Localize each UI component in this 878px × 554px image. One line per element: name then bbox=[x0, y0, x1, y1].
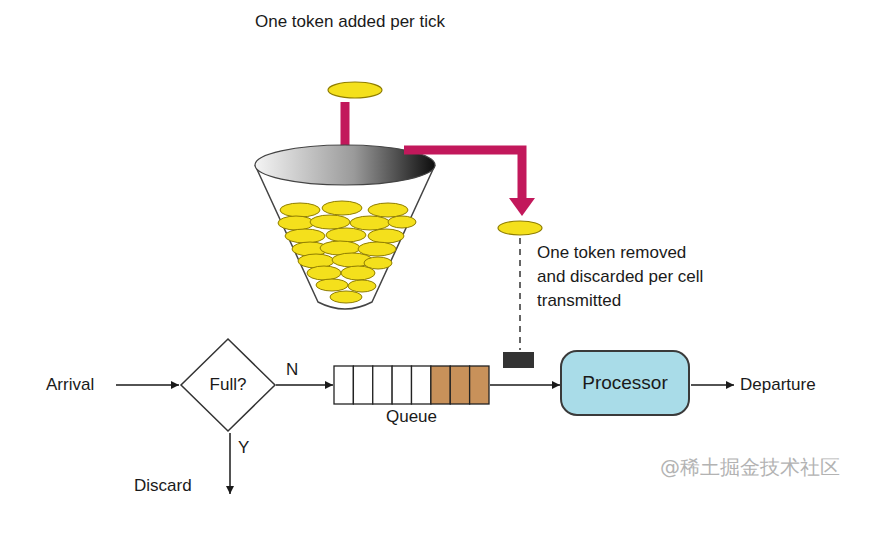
queue-cell bbox=[431, 366, 450, 404]
token bbox=[348, 280, 376, 292]
token bbox=[330, 291, 362, 303]
queue-cell bbox=[373, 366, 392, 404]
queue-cells bbox=[333, 365, 490, 405]
token bbox=[328, 82, 382, 98]
token bbox=[498, 221, 542, 235]
note-text: One token removed and discarded per cell… bbox=[537, 241, 712, 312]
bucket-body bbox=[255, 165, 435, 309]
queue-cell bbox=[392, 366, 411, 404]
token bbox=[326, 228, 366, 242]
token bbox=[368, 229, 404, 243]
token bbox=[322, 201, 362, 215]
token bbox=[307, 266, 341, 280]
bucket-tokens bbox=[278, 201, 416, 303]
leader-line bbox=[519, 238, 521, 350]
flow-arrow bbox=[276, 384, 333, 386]
node-text: Full? bbox=[210, 375, 247, 395]
node-text: Processor bbox=[582, 372, 668, 395]
flow-label: Arrival bbox=[46, 373, 116, 397]
queue-cell bbox=[334, 366, 353, 404]
queue-buffer: Queue bbox=[333, 365, 490, 405]
branch-label: N bbox=[284, 358, 300, 382]
cell-marker bbox=[503, 352, 534, 368]
watermark: @稀土掘金技术社区 bbox=[590, 453, 840, 481]
token bbox=[350, 216, 390, 230]
queue-cell bbox=[412, 366, 431, 404]
token bbox=[310, 215, 350, 229]
queue-cell bbox=[470, 366, 489, 404]
branch-label: Y bbox=[238, 436, 258, 460]
token bbox=[341, 266, 375, 280]
note-text: One token added per tick bbox=[240, 10, 460, 34]
token bbox=[316, 279, 348, 291]
queue-cell bbox=[353, 366, 372, 404]
token bbox=[278, 216, 314, 230]
token-out-arrowhead bbox=[509, 198, 535, 216]
discard-arrow bbox=[229, 433, 231, 494]
token bbox=[368, 203, 408, 217]
flow-label: Departure bbox=[740, 373, 850, 397]
queue-cell bbox=[450, 366, 469, 404]
queue-label: Queue bbox=[313, 407, 510, 427]
token bbox=[280, 203, 320, 217]
decision-diamond: Full? bbox=[180, 338, 276, 432]
flow-label: Discard bbox=[134, 474, 224, 498]
diamond-shape bbox=[181, 339, 275, 431]
token bbox=[285, 229, 325, 243]
queue-caption: Queue bbox=[313, 407, 510, 427]
processor-box: Processor bbox=[560, 350, 690, 416]
arrival-arrow bbox=[116, 384, 179, 386]
token-out-pipe bbox=[404, 150, 522, 200]
flow-arrow bbox=[490, 384, 560, 386]
departure-arrow bbox=[691, 384, 734, 386]
token bbox=[388, 216, 416, 228]
